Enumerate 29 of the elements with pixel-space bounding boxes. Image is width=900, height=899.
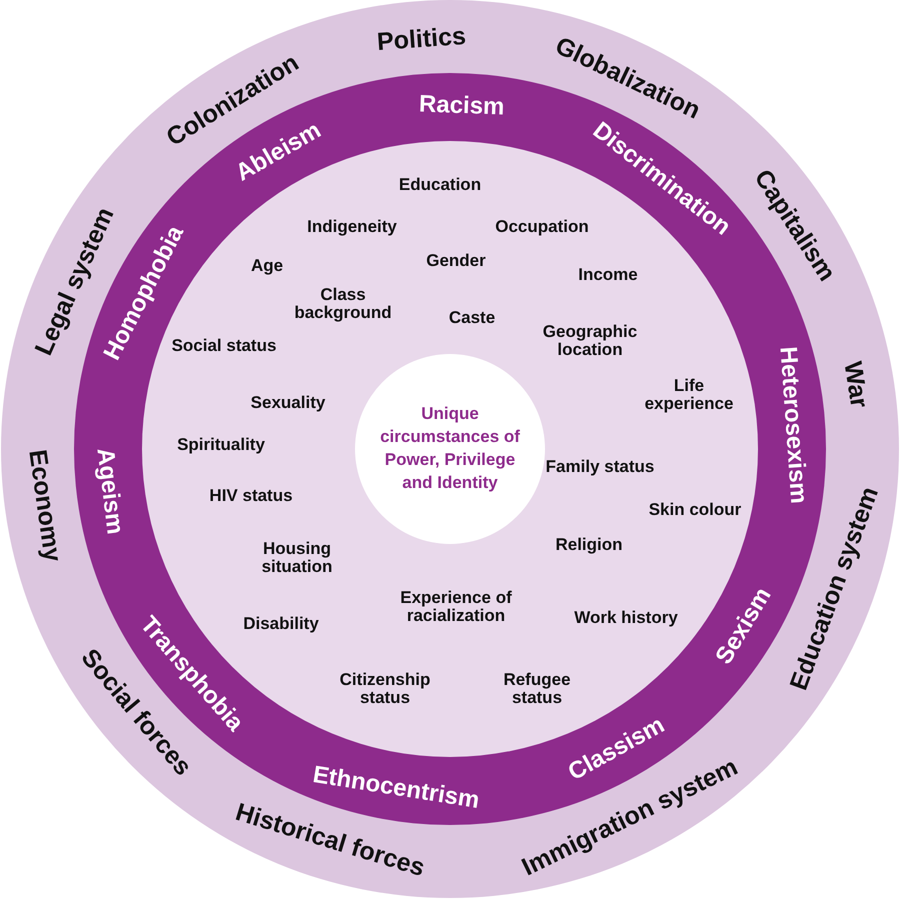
identity-factor-label: Life experience <box>644 376 734 414</box>
identity-factor-label: Sexuality <box>250 394 326 412</box>
oppression-label: Racism <box>419 92 506 122</box>
oppression-label: Heterosexism <box>774 346 812 505</box>
identity-factor-label: Work history <box>573 608 679 628</box>
identity-factor-label: Geographic location <box>542 322 638 360</box>
identity-factor-label: Religion <box>554 536 624 554</box>
identity-factor-label: HIV status <box>208 486 294 506</box>
identity-factor-label: Housing situation <box>260 540 334 577</box>
identity-factor-label: Gender <box>425 252 487 270</box>
identity-factor-label: Class background <box>293 286 393 323</box>
force-label: Economy <box>22 448 66 564</box>
identity-factor-label: Income <box>577 266 639 284</box>
identity-factor-label: Skin colour <box>648 500 742 520</box>
identity-factor-label: Spirituality <box>176 436 266 454</box>
identity-factor-label: Caste <box>448 308 496 328</box>
identity-factor-label: Family status <box>544 458 656 476</box>
identity-factor-label: Disability <box>242 614 320 634</box>
center-title: Unique circumstances of Power, Privilege and Identity <box>379 403 521 494</box>
identity-factor-label: Education <box>398 176 482 194</box>
identity-factor-label: Citizenship status <box>338 670 432 708</box>
force-label: Politics <box>376 22 467 57</box>
identity-factor-label: Experience of racialization <box>399 588 513 626</box>
force-label: War <box>838 360 872 410</box>
identity-factor-label: Age <box>250 256 284 276</box>
identity-factor-label: Refugee status <box>502 670 572 708</box>
oppression-label: Ageism <box>91 446 128 536</box>
identity-factor-label: Indigeneity <box>306 218 398 236</box>
identity-factor-label: Occupation <box>494 218 590 236</box>
